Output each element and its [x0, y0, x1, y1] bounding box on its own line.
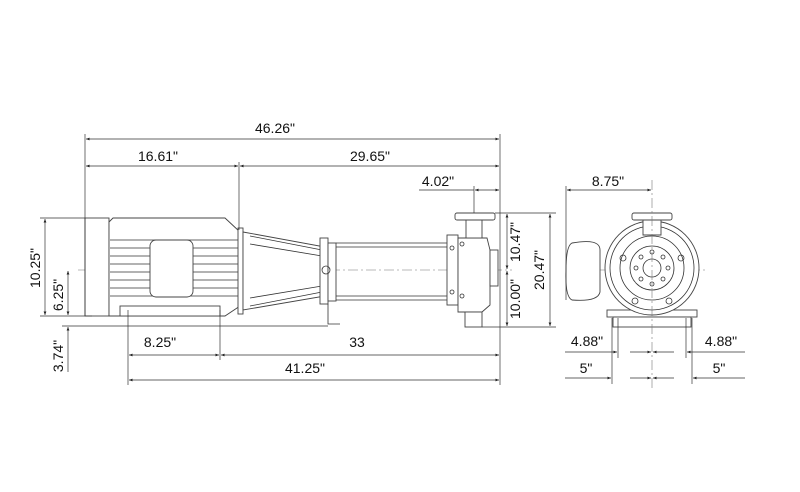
- end-view: 8.75" 4.88" 4.88" 5" 5": [565, 173, 745, 388]
- discharge-flange: [454, 212, 496, 221]
- dim-pump-length: 29.65": [350, 148, 390, 164]
- dim-terminal-box-offset: 8.75": [592, 173, 624, 189]
- terminal-box: [149, 239, 194, 298]
- dim-overall-length: 46.26": [255, 120, 295, 136]
- pump-casing: [446, 212, 499, 328]
- dim-discharge-offset: 4.02": [422, 173, 454, 189]
- dim-base-offset: 3.74": [50, 340, 66, 372]
- pump-column: [336, 242, 450, 301]
- dim-total-height: 20.47": [531, 250, 547, 290]
- dim-right-foot-outer: 5": [713, 360, 726, 376]
- dim-foot-to-end: 33: [349, 334, 365, 350]
- dim-left-foot-outer: 5": [580, 360, 593, 376]
- side-view: 46.26" 16.61" 29.65" 4.02" 10.25" 6.25" …: [27, 120, 556, 385]
- dim-foot-spacing: 8.25": [144, 334, 176, 350]
- dim-suction-depth: 10.00": [507, 279, 523, 319]
- adapter: [237, 227, 340, 325]
- motor-foot: [119, 305, 221, 317]
- dim-motor-height: 10.25": [27, 248, 43, 288]
- dim-right-foot-inner: 4.88": [705, 333, 737, 349]
- dim-motor-length: 16.61": [138, 148, 178, 164]
- dimension-lines: [43, 137, 552, 382]
- extension-lines: [40, 134, 556, 385]
- dim-centerline-height: 6.25": [50, 279, 66, 311]
- dim-discharge-height: 10.47": [507, 222, 523, 262]
- dim-left-foot-inner: 4.88": [571, 333, 603, 349]
- suction-flange: [489, 249, 499, 287]
- dim-base-length: 41.25": [285, 360, 325, 376]
- motor: [84, 217, 241, 317]
- terminal-box: [565, 241, 601, 301]
